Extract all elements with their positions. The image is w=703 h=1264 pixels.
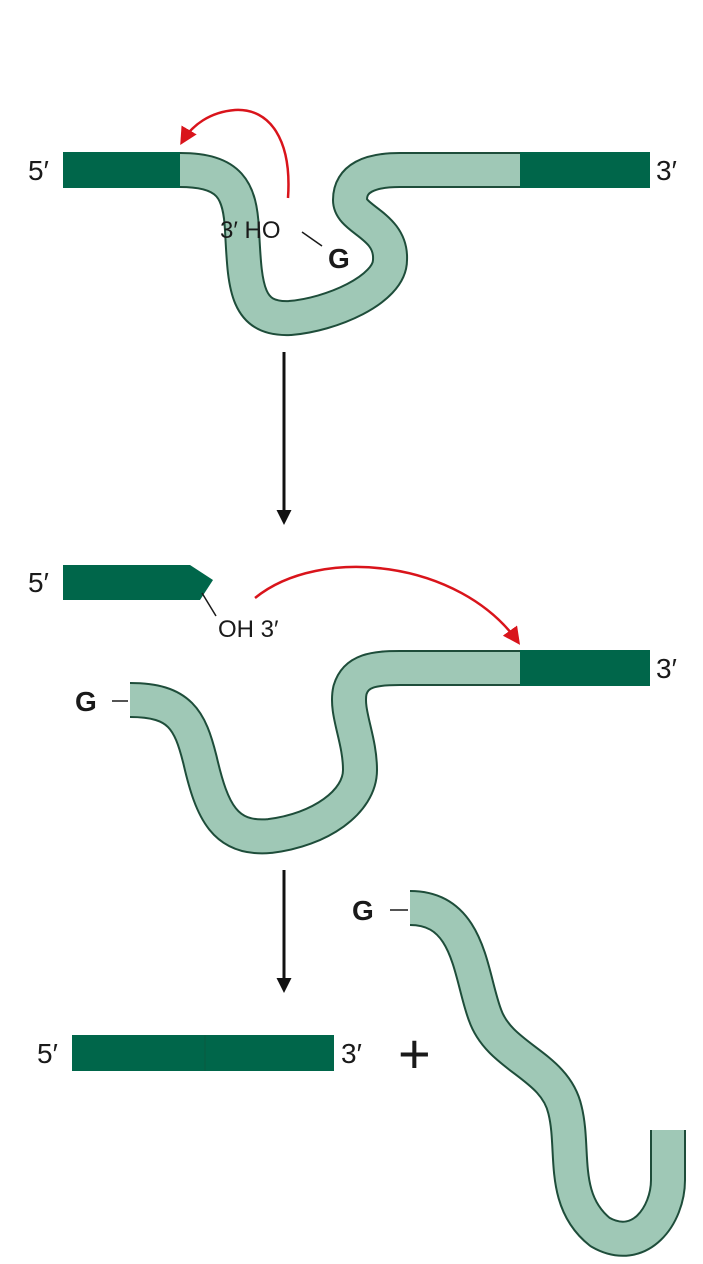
step2-attack-arrow (254, 565, 521, 645)
step1-5prime-label: 5′ (28, 155, 49, 186)
step3-3prime-label: 3′ (341, 1038, 362, 1069)
step2-5prime-label: 5′ (28, 567, 49, 598)
step1-exon-3prime (520, 152, 650, 188)
step1-guanosine-label: G (328, 243, 350, 274)
step2-oh-bond (201, 592, 217, 617)
step1-intron (179, 154, 520, 335)
step3-5prime-label: 5′ (37, 1038, 58, 1069)
step2-exon-3prime (520, 650, 650, 686)
step3-ligated-exons (72, 1035, 334, 1071)
step1-exon-5prime (63, 152, 180, 188)
step1-attack-arrow (180, 108, 290, 199)
step2-guanosine-label: G (75, 686, 97, 717)
step3-intron (408, 892, 684, 1255)
step3-guanosine-label: G (352, 895, 374, 926)
step1-3prime-ho-label: 3′ HO (220, 217, 281, 244)
step2-intermediate: 5′ OH 3′ 3′ G (28, 565, 677, 855)
step1-premrna: 5′ 3′ 3′ HO G (28, 108, 677, 336)
step2-exon-5prime (63, 565, 213, 600)
step1-g-bond (301, 231, 323, 247)
step2-oh-3prime-label: OH 3′ (218, 616, 279, 643)
step1-3prime-label: 3′ (656, 155, 677, 186)
step2-3prime-label: 3′ (656, 653, 677, 684)
step3-plus-sign: + (398, 1022, 431, 1085)
step2-intron (129, 652, 520, 853)
step3-products: 5′ 3′ + G (37, 890, 686, 1257)
